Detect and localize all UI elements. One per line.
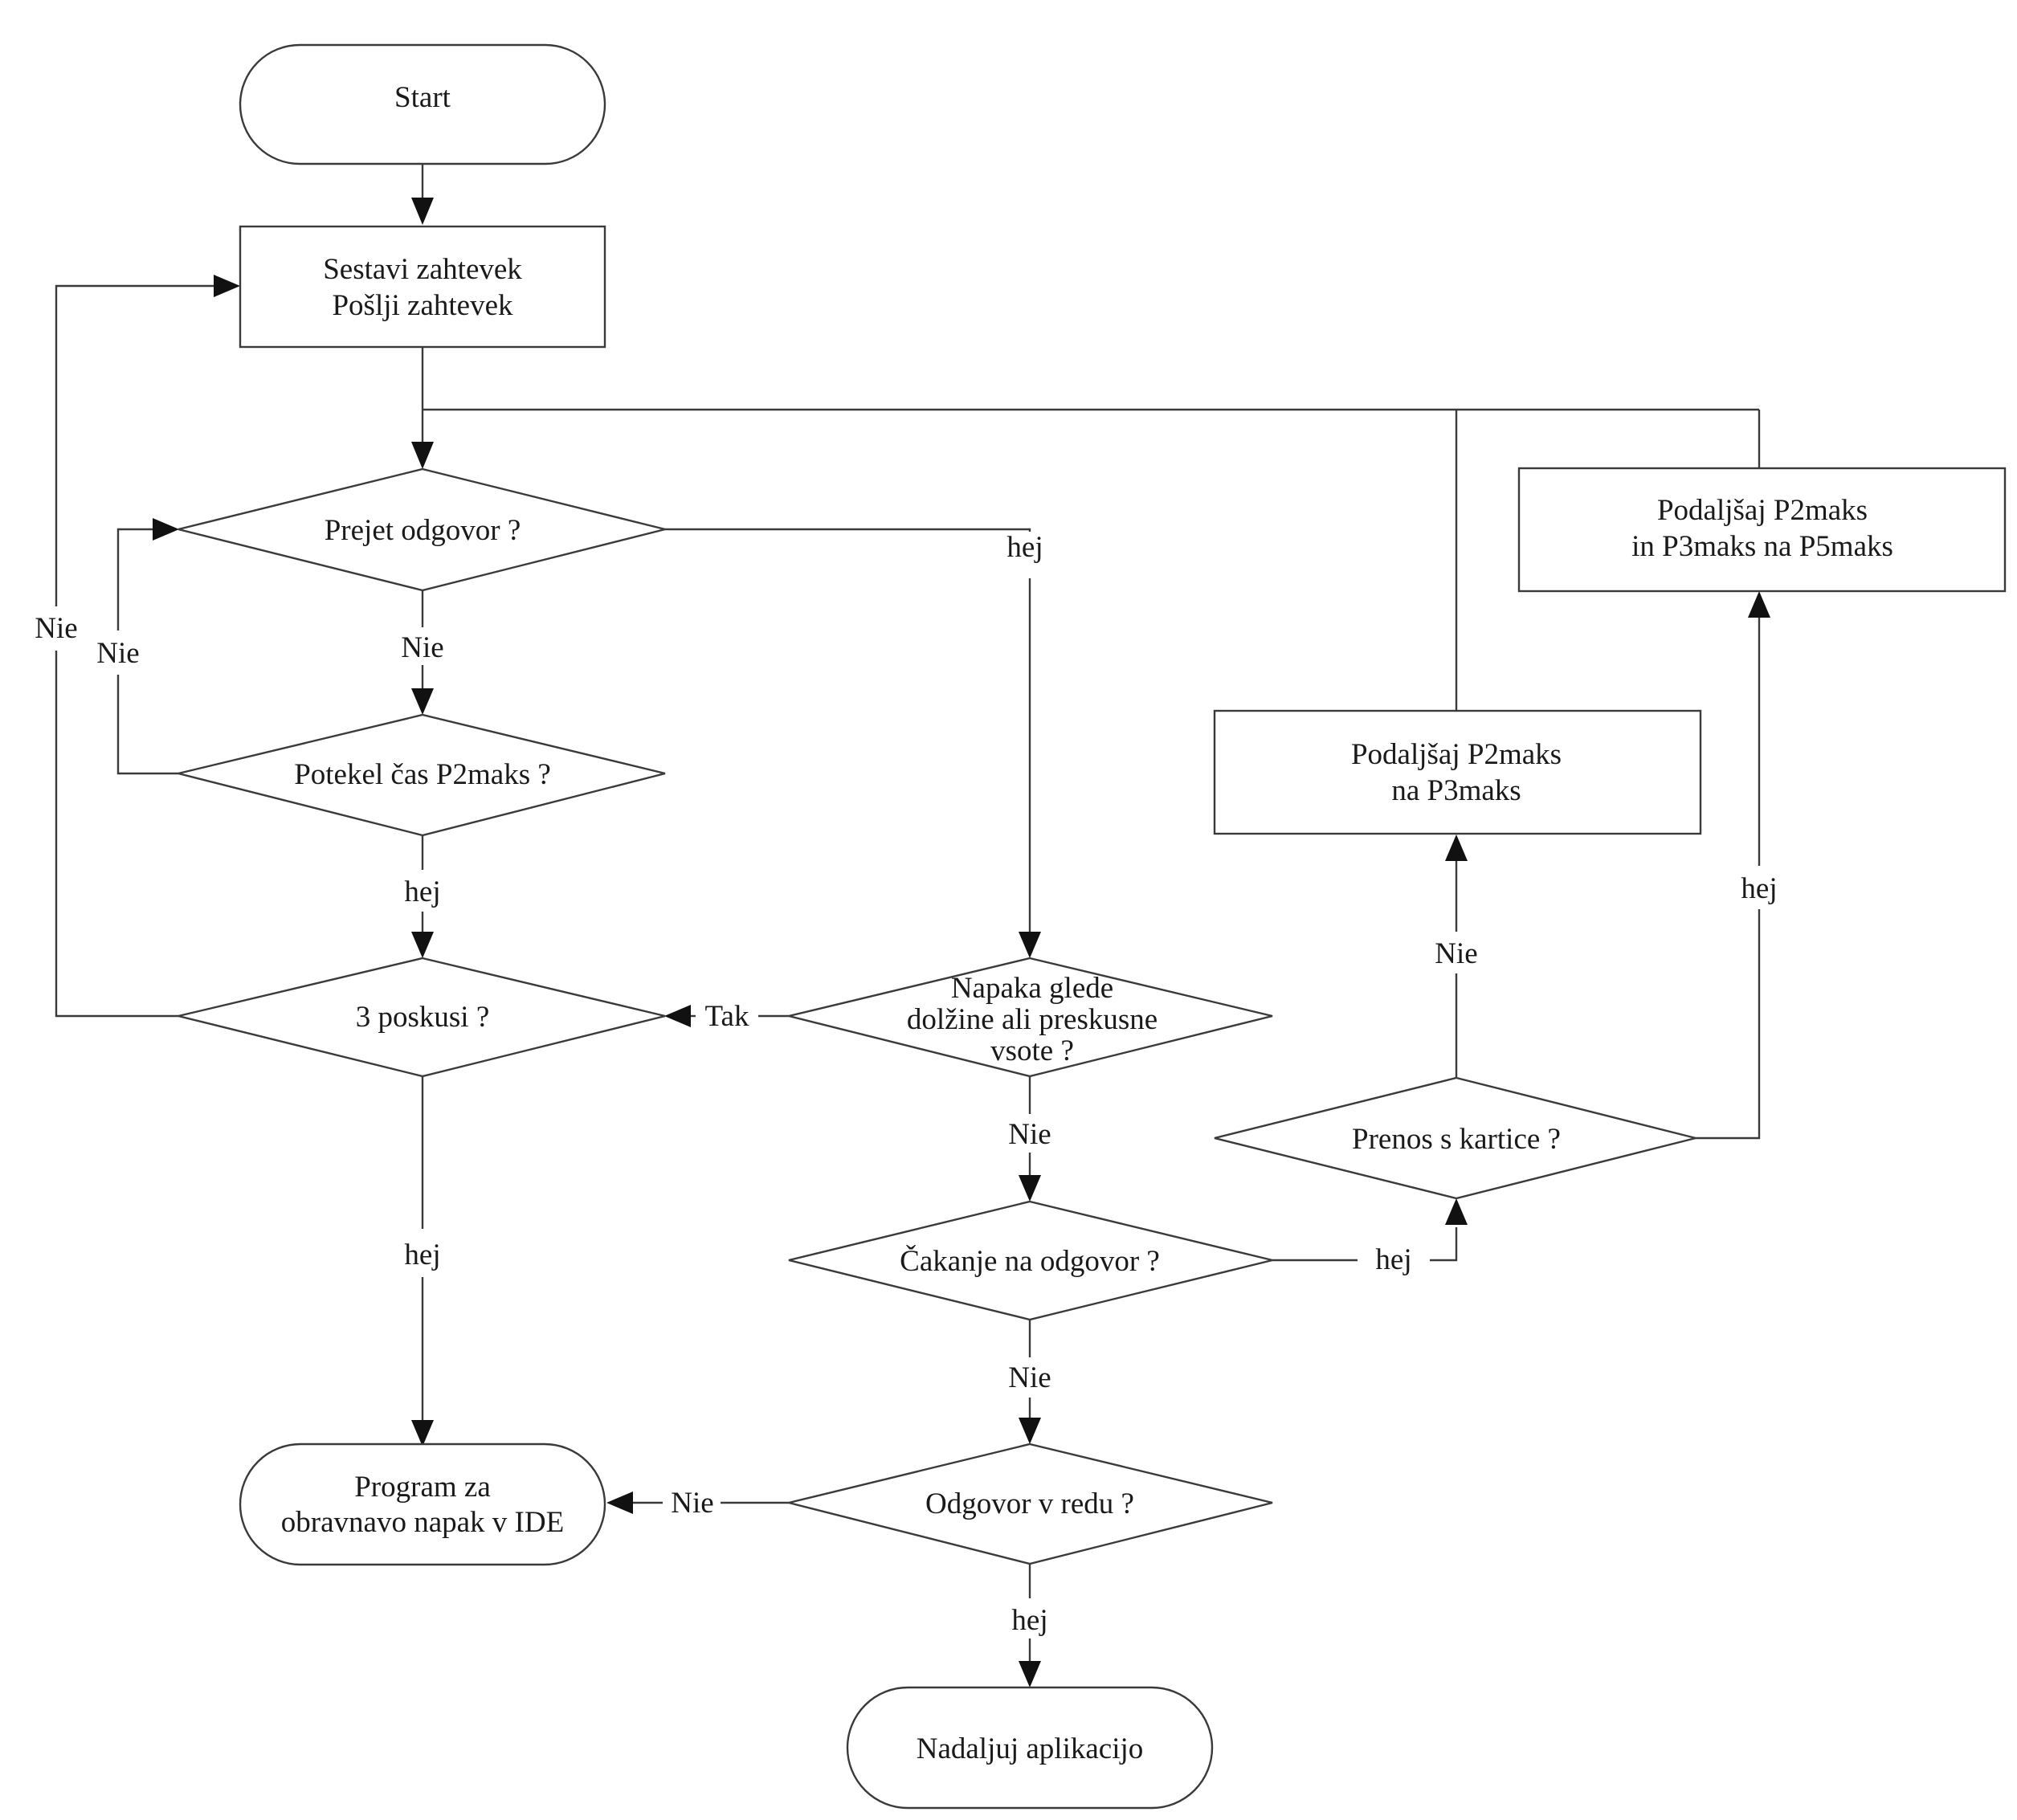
received-response-decision: Prejet odgovor ? — [178, 467, 666, 592]
label-error-no: Nie — [1008, 1118, 1051, 1151]
arrow-into-handler-from-ok — [606, 1492, 633, 1514]
arrow-into-compose-loop — [214, 275, 240, 297]
timeout-label: Potekel čas P2maks ? — [294, 758, 551, 791]
label-tries-no: Nie — [35, 612, 77, 645]
arrow-into-card — [1445, 1198, 1468, 1225]
three-tries-decision: 3 poskusi ? — [178, 957, 666, 1078]
arrow-into-continue — [1019, 1661, 1041, 1687]
arrow-into-tries — [411, 932, 434, 958]
label-waiting-no: Nie — [1008, 1361, 1051, 1394]
three-tries-label: 3 poskusi ? — [356, 1001, 490, 1034]
label-waiting-yes: hej — [1375, 1243, 1411, 1276]
label-ok-yes: hej — [1011, 1604, 1047, 1637]
extend-p3-label-line2: na P3maks — [1391, 774, 1521, 807]
error-handler-terminal: Program za obravnavo napak v IDE — [239, 1443, 606, 1566]
edge-tries-loop-upper — [55, 284, 222, 606]
label-received-no: Nie — [401, 631, 443, 664]
error-handler-label-line1: Program za — [354, 1471, 491, 1504]
extend-p5-label-line1: Podaljšaj P2maks — [1657, 494, 1868, 527]
response-ok-decision: Odgovor v redu ? — [788, 1443, 1273, 1565]
arrow-into-timeout — [411, 688, 434, 715]
waiting-label: Čakanje na odgovor ? — [900, 1244, 1160, 1278]
start-label: Start — [394, 81, 451, 114]
label-ok-no: Nie — [671, 1487, 713, 1520]
compose-label-line1: Sestavi zahtevek — [323, 253, 522, 286]
label-timeout-no: Nie — [96, 637, 139, 670]
start-terminal: Start — [239, 43, 606, 165]
arrow-into-ok — [1019, 1418, 1041, 1444]
arrow-into-tries-from-error — [664, 1005, 691, 1027]
arrow-into-handler-from-tries — [411, 1420, 434, 1447]
extend-p5-label-line2: in P3maks na P5maks — [1631, 530, 1893, 563]
extend-p3-label-line1: Podaljšaj P2maks — [1351, 738, 1562, 771]
edge-card-to-extend-p5 — [1696, 909, 1761, 1140]
error-check-label-line1: Napaka glede — [951, 972, 1113, 1005]
extend-p5-box: Podaljšaj P2maks in P3maks na P5maks — [1517, 467, 2007, 593]
extend-p3-box: Podaljšaj P2maks na P3maks — [1213, 709, 1702, 835]
label-received-yes: hej — [1006, 531, 1043, 564]
waiting-decision: Čakanje na odgovor ? — [788, 1200, 1273, 1321]
arrow-into-received — [411, 442, 434, 469]
error-check-decision: Napaka glede dolžine ali preskusne vsote… — [788, 957, 1273, 1078]
label-error-yes: Tak — [705, 1000, 749, 1033]
edge-timeout-loop-upper — [116, 528, 159, 630]
label-tries-yes: hej — [404, 1238, 440, 1271]
arrow-into-waiting — [1019, 1175, 1041, 1202]
arrow-into-extend-p3 — [1445, 835, 1468, 861]
label-card-no: Nie — [1435, 937, 1477, 970]
response-ok-label: Odgovor v redu ? — [925, 1487, 1134, 1520]
edge-received-to-error-check — [665, 528, 1031, 532]
compose-label-line2: Pošlji zahtevek — [332, 289, 513, 322]
arrow-into-received-loop — [153, 518, 179, 541]
compose-request-box: Sestavi zahtevek Pošlji zahtevek — [239, 225, 606, 349]
arrow-into-extend-p5 — [1748, 591, 1770, 618]
label-timeout-yes: hej — [404, 875, 440, 908]
label-card-yes: hej — [1741, 872, 1777, 905]
received-label: Prejet odgovor ? — [325, 514, 521, 547]
edge-timeout-loop — [116, 675, 178, 775]
continue-label: Nadaljuj aplikacijo — [917, 1732, 1144, 1765]
error-check-label-line2: dolžine ali preskusne — [907, 1003, 1158, 1036]
arrow-into-compose — [411, 198, 434, 225]
error-check-label-line3: vsote ? — [990, 1034, 1074, 1067]
edge-waiting-to-card-right — [1430, 1227, 1458, 1262]
card-transfer-label: Prenos s kartice ? — [1352, 1123, 1561, 1156]
continue-application-terminal: Nadaljuj aplikacijo — [846, 1686, 1214, 1810]
arrow-into-error-check — [1019, 932, 1041, 958]
timeout-decision: Potekel čas P2maks ? — [178, 713, 666, 837]
card-transfer-decision: Prenos s kartice ? — [1214, 1076, 1696, 1200]
edge-tries-loop — [55, 651, 178, 1018]
error-handler-label-line2: obravnavo napak v IDE — [281, 1506, 564, 1539]
